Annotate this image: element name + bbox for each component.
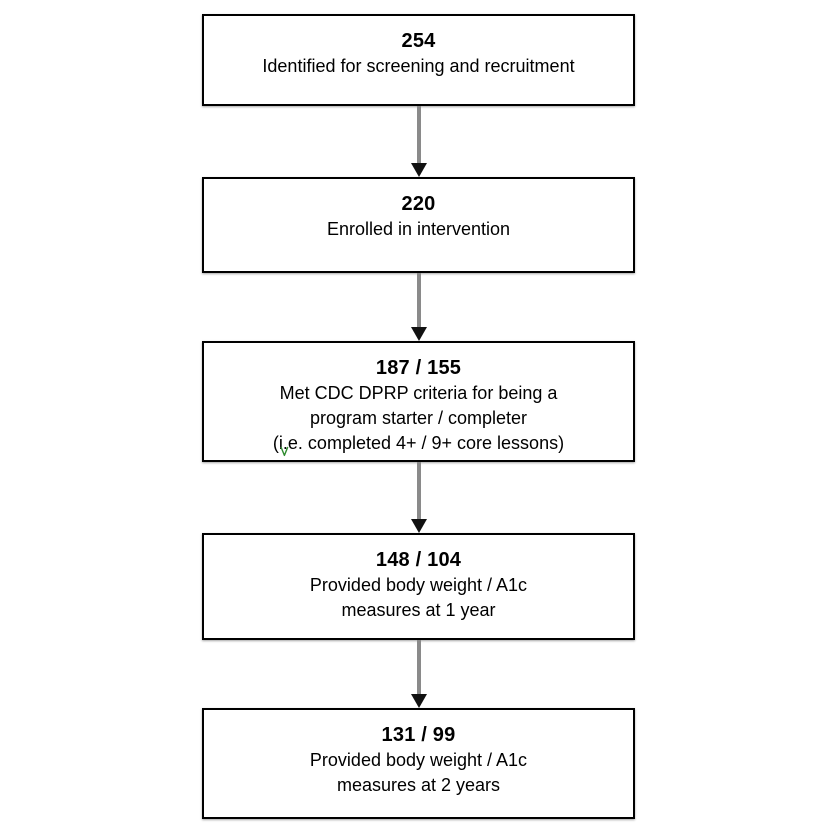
flow-node-description: Met CDC DPRP criteria for being a progra…: [204, 381, 633, 457]
arrow-head: [410, 694, 427, 708]
flow-node-dprp-criteria: 187 / 155 Met CDC DPRP criteria for bein…: [202, 341, 635, 462]
arrow-head: [410, 163, 427, 177]
flow-node-description-line: program starter / completer: [309, 408, 528, 428]
arrow-shaft: [417, 273, 421, 330]
arrow-head: [410, 519, 427, 533]
flagged-letter: i: [278, 433, 283, 453]
flow-node-measures-1-year: 148 / 104 Provided body weight / A1c mea…: [202, 533, 635, 640]
flow-node-count: 187 / 155: [375, 357, 462, 379]
flow-node-description-line: measures at 1 year: [341, 600, 496, 620]
flow-node-description-line: Provided body weight / A1c: [309, 750, 528, 770]
text-before-flag: (: [272, 433, 279, 453]
arrow-down-icon: [410, 106, 427, 177]
flow-node-count: 254: [401, 30, 436, 52]
text-after-flag: .e. completed 4+ / 9+ core lessons): [282, 433, 565, 453]
flow-node-description-line-flagged: (i.e. completed 4+ / 9+ core lessons): [204, 431, 633, 457]
flow-node-description: Enrolled in intervention: [204, 217, 633, 242]
flow-node-description-line: Met CDC DPRP criteria for being a: [279, 383, 558, 403]
flow-node-count: 148 / 104: [375, 549, 462, 571]
arrow-shaft: [417, 462, 421, 522]
flow-node-identified: 254 Identified for screening and recruit…: [202, 14, 635, 106]
arrow-down-icon: [410, 462, 427, 533]
arrow-shaft: [417, 640, 421, 697]
flow-node-enrolled: 220 Enrolled in intervention: [202, 177, 635, 273]
spellcheck-flagged-word: i: [278, 431, 289, 457]
flow-node-description: Provided body weight / A1c measures at 1…: [204, 573, 633, 623]
flow-node-description-line: Identified for screening and recruitment: [262, 56, 575, 76]
flow-node-description-line: measures at 2 years: [336, 775, 501, 795]
flow-node-measures-2-years: 131 / 99 Provided body weight / A1c meas…: [202, 708, 635, 819]
flow-node-description-line: Provided body weight / A1c: [309, 575, 528, 595]
arrow-down-icon: [410, 273, 427, 341]
arrow-shaft: [417, 106, 421, 166]
arrow-down-icon: [410, 640, 427, 708]
flow-node-description-line: Enrolled in intervention: [326, 219, 511, 239]
flow-node-description: Identified for screening and recruitment: [204, 54, 633, 79]
arrow-head: [410, 327, 427, 341]
flow-node-count: 220: [401, 193, 436, 215]
flow-node-description: Provided body weight / A1c measures at 2…: [204, 748, 633, 798]
flow-node-count: 131 / 99: [381, 724, 456, 746]
